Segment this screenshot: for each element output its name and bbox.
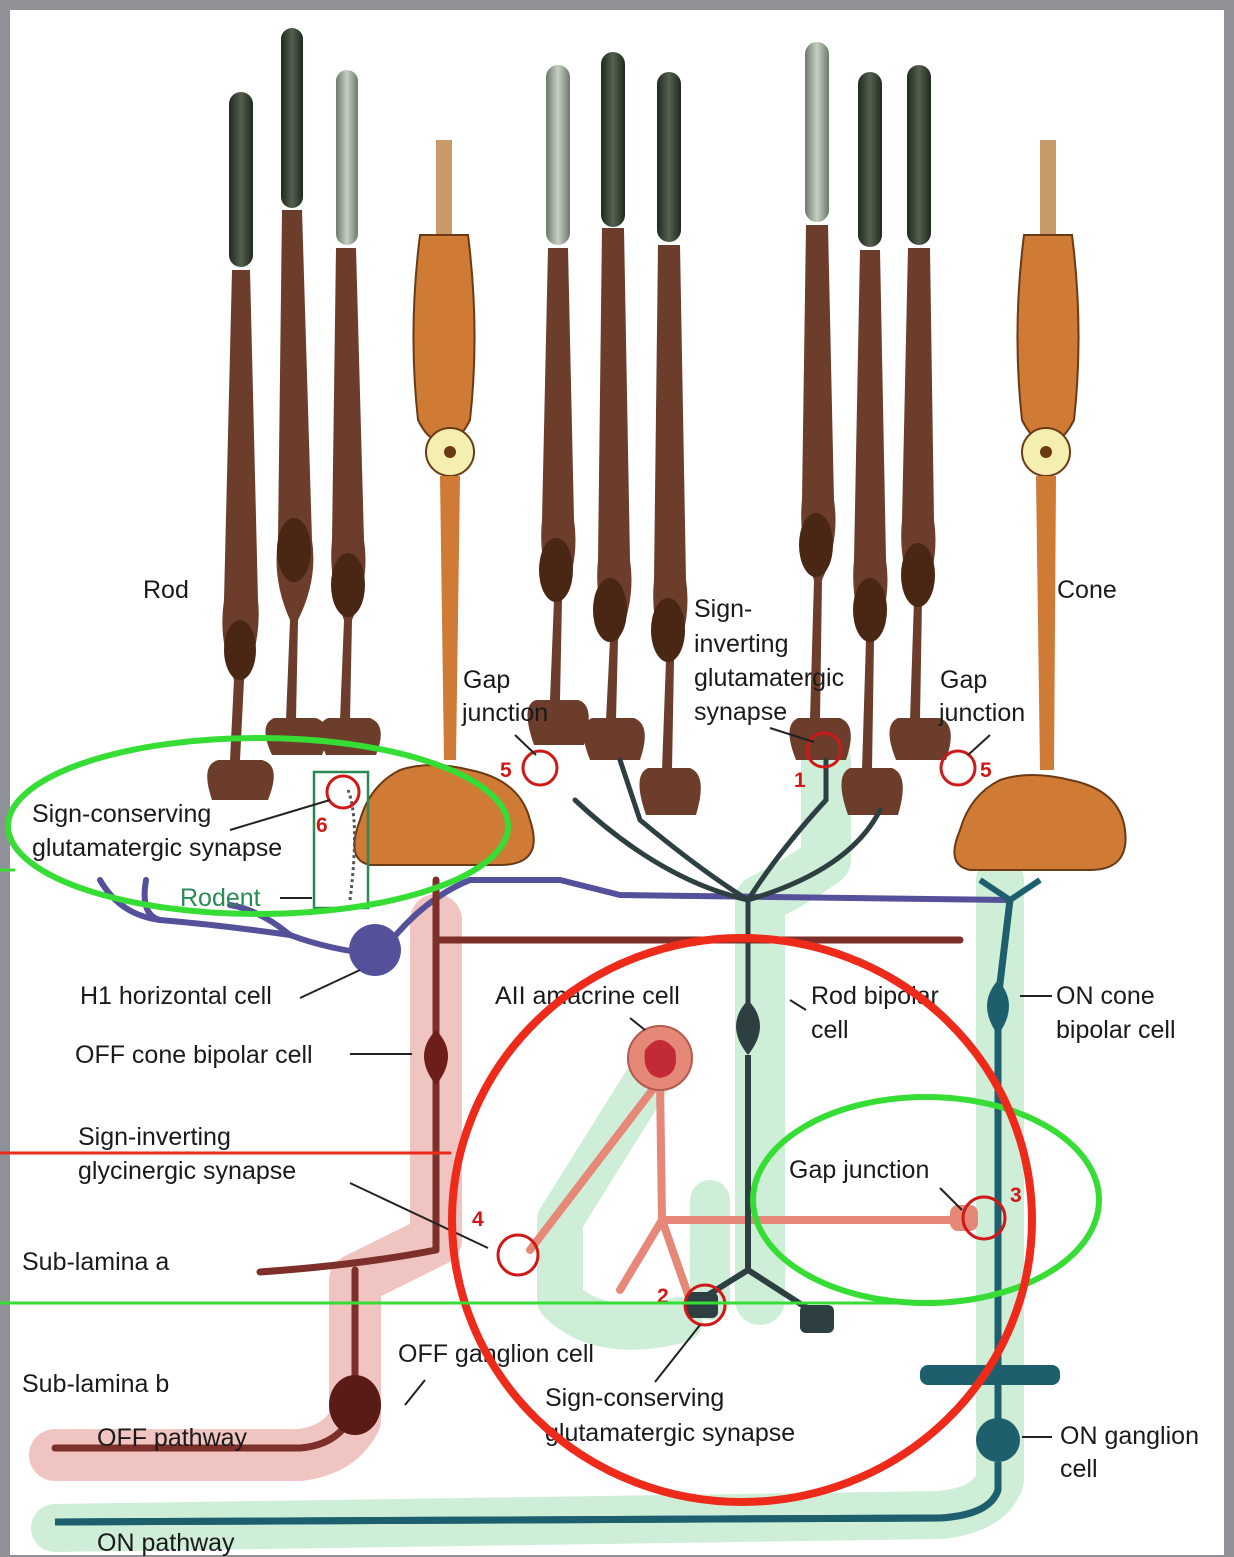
label-gap-junction-right-1: Gap	[940, 666, 987, 694]
label-cone: Cone	[1057, 576, 1117, 604]
label-sign-inverting-3: glutamatergic	[694, 664, 844, 692]
marker-number-4: 4	[472, 1208, 484, 1231]
label-rod: Rod	[143, 576, 189, 604]
marker-number-2: 2	[657, 1285, 669, 1308]
label-on-pathway: ON pathway	[97, 1529, 235, 1557]
label-gap-junction-left-2: junction	[461, 699, 548, 727]
marker-number-6: 6	[316, 814, 328, 837]
off-ganglion-soma	[329, 1375, 381, 1435]
label-sign-inverting-2: inverting	[694, 630, 789, 658]
label-gap-junction-right-2: junction	[938, 699, 1025, 727]
label-sign-inverting-gly-1: Sign-inverting	[78, 1123, 231, 1151]
label-sign-inverting-4: synapse	[694, 698, 787, 726]
label-sign-conserving-bottom-1: Sign-conserving	[545, 1384, 724, 1412]
label-sub-lamina-b: Sub-lamina b	[22, 1370, 169, 1398]
horizontal-cell-soma	[349, 924, 401, 976]
label-gap-junction-left-1: Gap	[463, 666, 510, 694]
label-off-cone-bipolar: OFF cone bipolar cell	[75, 1041, 313, 1069]
label-h1-horizontal: H1 horizontal cell	[80, 982, 272, 1010]
label-on-ganglion-2: cell	[1060, 1455, 1098, 1483]
label-sign-inverting-1: Sign-	[694, 595, 752, 623]
label-rod-bipolar-2: cell	[811, 1016, 849, 1044]
label-sign-conserving-bottom-2: glutamatergic synapse	[545, 1419, 795, 1447]
label-off-pathway: OFF pathway	[97, 1424, 248, 1452]
label-aii-amacrine: AII amacrine cell	[495, 982, 680, 1010]
label-sign-conserving-top-1: Sign-conserving	[32, 800, 211, 828]
marker-number-5-left: 5	[500, 759, 512, 782]
on-pathway-line	[55, 1518, 940, 1522]
aii-nucleus	[645, 1040, 676, 1078]
label-sign-inverting-gly-2: glycinergic synapse	[78, 1157, 296, 1185]
marker-number-5-right: 5	[980, 759, 992, 782]
marker-number-1: 1	[794, 769, 806, 792]
marker-number-3: 3	[1010, 1184, 1022, 1207]
label-on-ganglion-1: ON ganglion	[1060, 1422, 1199, 1450]
label-sign-conserving-top-2: glutamatergic synapse	[32, 834, 282, 862]
label-sub-lamina-a: Sub-lamina a	[22, 1248, 169, 1276]
label-on-cone-bipolar-1: ON cone	[1056, 982, 1155, 1010]
label-on-cone-bipolar-2: bipolar cell	[1056, 1016, 1176, 1044]
label-rodent: Rodent	[180, 884, 261, 912]
label-gap-junction-mid: Gap junction	[789, 1156, 929, 1184]
